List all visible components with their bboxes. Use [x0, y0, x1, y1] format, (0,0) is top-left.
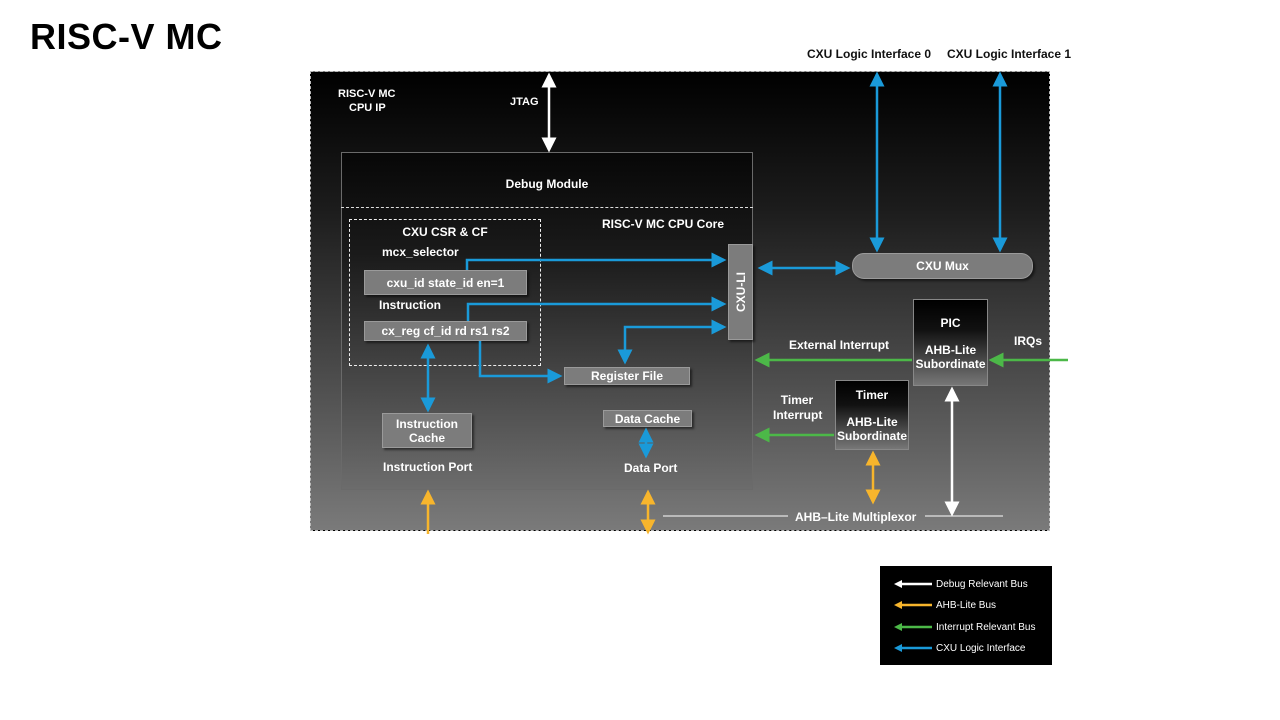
- cxu-mux-text: CXU Mux: [916, 259, 969, 273]
- register-file-block: Register File: [564, 367, 690, 385]
- data-cache-text: Data Cache: [614, 411, 681, 426]
- cxu-li-block: CXU-LI: [728, 244, 753, 340]
- instruction-port-label: Instruction Port: [383, 460, 473, 474]
- legend-label-debug: Debug Relevant Bus: [936, 578, 1028, 590]
- pic-block: PIC AHB-Lite Subordinate: [913, 299, 988, 386]
- jtag-label: JTAG: [510, 96, 539, 108]
- register-file-text: Register File: [590, 369, 664, 383]
- timer-title: Timer: [855, 388, 889, 402]
- instruction-fields-text: cx_reg cf_id rd rs1 rs2: [381, 324, 510, 338]
- legend-item-debug: Debug Relevant Bus: [894, 577, 1028, 591]
- cpu-ip-label-line2: CPU IP: [349, 102, 386, 114]
- pic-title: PIC: [940, 316, 961, 330]
- mcx-selector-label: mcx_selector: [382, 245, 459, 259]
- csr-title: CXU CSR & CF: [402, 225, 488, 239]
- legend-arrow-ahb-icon: [894, 601, 932, 609]
- external-interrupt-label: External Interrupt: [789, 338, 890, 352]
- legend-item-cxu: CXU Logic Interface: [894, 641, 1026, 655]
- instruction-cache-line1: Instruction: [396, 416, 458, 431]
- legend-item-interrupt: Interrupt Relevant Bus: [894, 620, 1036, 634]
- selector-fields-text: cxu_id state_id en=1: [386, 275, 505, 290]
- legend: Debug Relevant Bus AHB-Lite Bus Interrup…: [880, 566, 1052, 665]
- timer-interrupt-line1: Timer: [780, 393, 814, 407]
- label-cxu-logic-interface-1: CXU Logic Interface 1: [947, 47, 1072, 61]
- legend-arrow-interrupt-icon: [894, 623, 932, 631]
- legend-label-ahb: AHB-Lite Bus: [936, 599, 997, 611]
- timer-interrupt-line2: Interrupt: [773, 408, 823, 422]
- legend-item-ahb: AHB-Lite Bus: [894, 598, 996, 612]
- instruction-cache-line2: Cache: [408, 430, 446, 445]
- ahb-multiplexor-label: AHB–Lite Multiplexor: [795, 510, 917, 524]
- debug-module-label: Debug Module: [505, 177, 589, 191]
- selector-fields-box: cxu_id state_id en=1: [364, 270, 527, 295]
- pic-line1: AHB-Lite: [924, 343, 977, 357]
- label-cxu-logic-interface-0: CXU Logic Interface 0: [807, 47, 932, 61]
- data-cache-block: Data Cache: [603, 410, 692, 427]
- legend-arrow-cxu-icon: [894, 644, 932, 652]
- data-port-label: Data Port: [624, 461, 678, 475]
- instruction-label: Instruction: [379, 298, 441, 312]
- cpu-core-label: RISC-V MC CPU Core: [602, 217, 725, 231]
- cxu-li-text: CXU-LI: [733, 272, 748, 312]
- timer-block: Timer AHB-Lite Subordinate: [835, 380, 909, 450]
- cxu-mux-block: CXU Mux: [852, 253, 1033, 279]
- cpu-ip-label-line1: RISC-V MC: [338, 88, 396, 100]
- cxu-csr-cf-block: [349, 219, 541, 366]
- legend-label-cxu: CXU Logic Interface: [936, 642, 1026, 654]
- instruction-cache-block: Instruction Cache: [382, 413, 472, 448]
- page-title: RISC-V MC: [30, 16, 223, 57]
- legend-label-interrupt: Interrupt Relevant Bus: [936, 621, 1036, 633]
- pic-line2: Subordinate: [915, 357, 986, 371]
- timer-line1: AHB-Lite: [846, 415, 898, 429]
- legend-arrow-debug-icon: [894, 580, 932, 588]
- irqs-label: IRQs: [1014, 334, 1043, 348]
- instruction-fields-box: cx_reg cf_id rd rs1 rs2: [364, 321, 527, 341]
- timer-line2: Subordinate: [836, 429, 907, 443]
- debug-core-divider: [341, 207, 753, 208]
